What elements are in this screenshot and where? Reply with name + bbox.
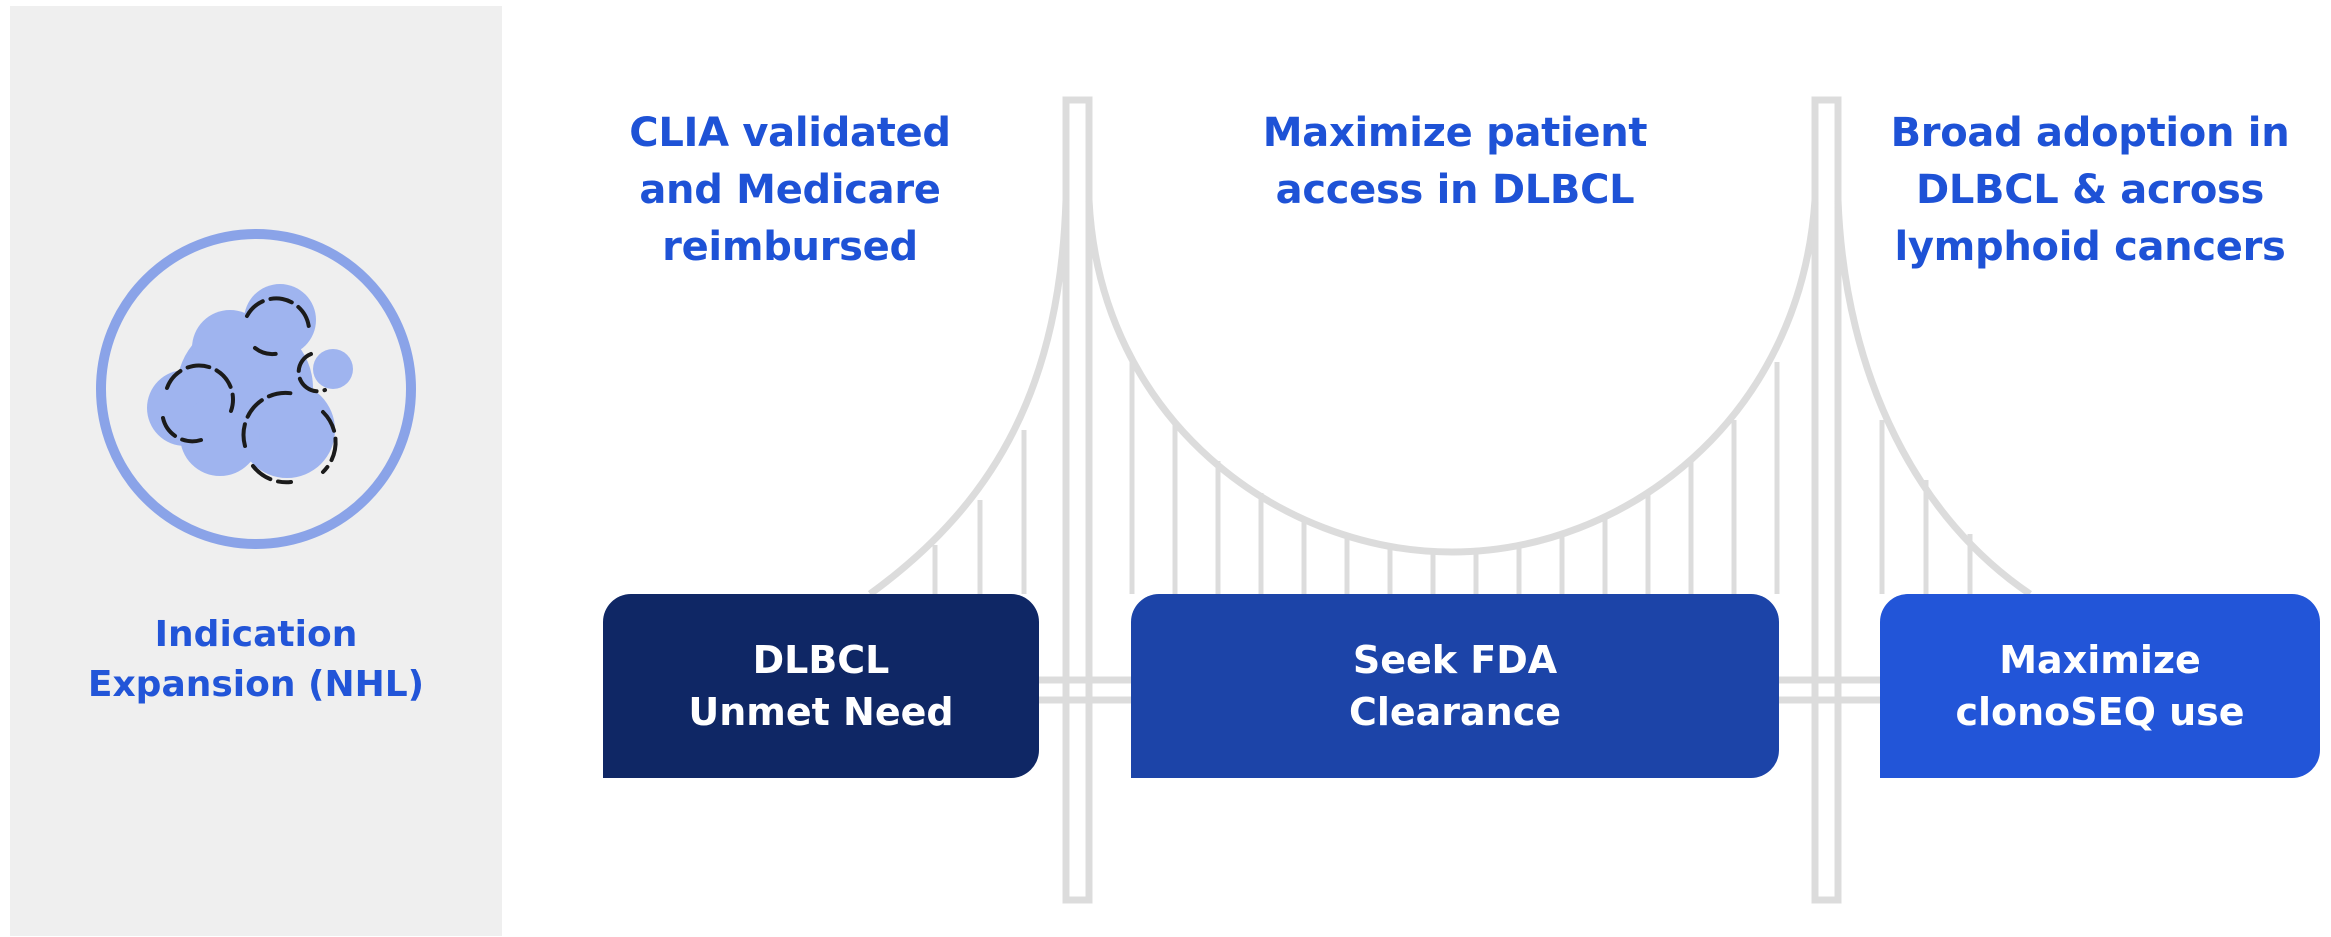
step-line1: Maximize	[1999, 638, 2201, 682]
heading-line: Maximize patient	[1262, 110, 1648, 156]
heading-line: access in DLBCL	[1275, 167, 1635, 213]
indication-label-line2: Expansion (NHL)	[87, 664, 425, 705]
step-line1: DLBCL	[752, 638, 890, 682]
cell-cluster-icon	[96, 229, 416, 549]
heading-line: reimbursed	[662, 224, 918, 270]
cable-right-span	[1834, 199, 2032, 597]
cable-center-span	[1085, 199, 1819, 556]
heading-line: lymphoid cancers	[1894, 224, 2286, 270]
heading-patient-access: Maximize patient access in DLBCL	[1225, 105, 1685, 219]
bridge-tower-right	[1811, 96, 1842, 904]
step-box-unmet-need: DLBCL Unmet Need	[603, 594, 1039, 778]
bridge-tower-left	[1062, 96, 1093, 904]
step-line1: Seek FDA	[1352, 638, 1558, 682]
step-line2: clonoSEQ use	[1955, 690, 2245, 734]
heading-line: and Medicare	[639, 167, 941, 213]
bridge-hangers	[932, 362, 1973, 594]
heading-line: Broad adoption in	[1890, 110, 2290, 156]
step-line2: Unmet Need	[688, 690, 954, 734]
heading-line: CLIA validated	[629, 110, 951, 156]
indication-label-line1: Indication	[154, 614, 358, 655]
heading-broad-adoption: Broad adoption in DLBCL & across lymphoi…	[1865, 105, 2315, 276]
heading-line: DLBCL & across	[1915, 167, 2265, 213]
heading-clia: CLIA validated and Medicare reimbursed	[575, 105, 1005, 276]
step-box-clonoseq-use: Maximize clonoSEQ use	[1880, 594, 2320, 778]
step-line2: Clearance	[1348, 690, 1562, 734]
indication-label: Indication Expansion (NHL)	[10, 610, 502, 710]
cable-left-span	[867, 199, 1070, 597]
step-box-fda-clearance: Seek FDA Clearance	[1131, 594, 1779, 778]
